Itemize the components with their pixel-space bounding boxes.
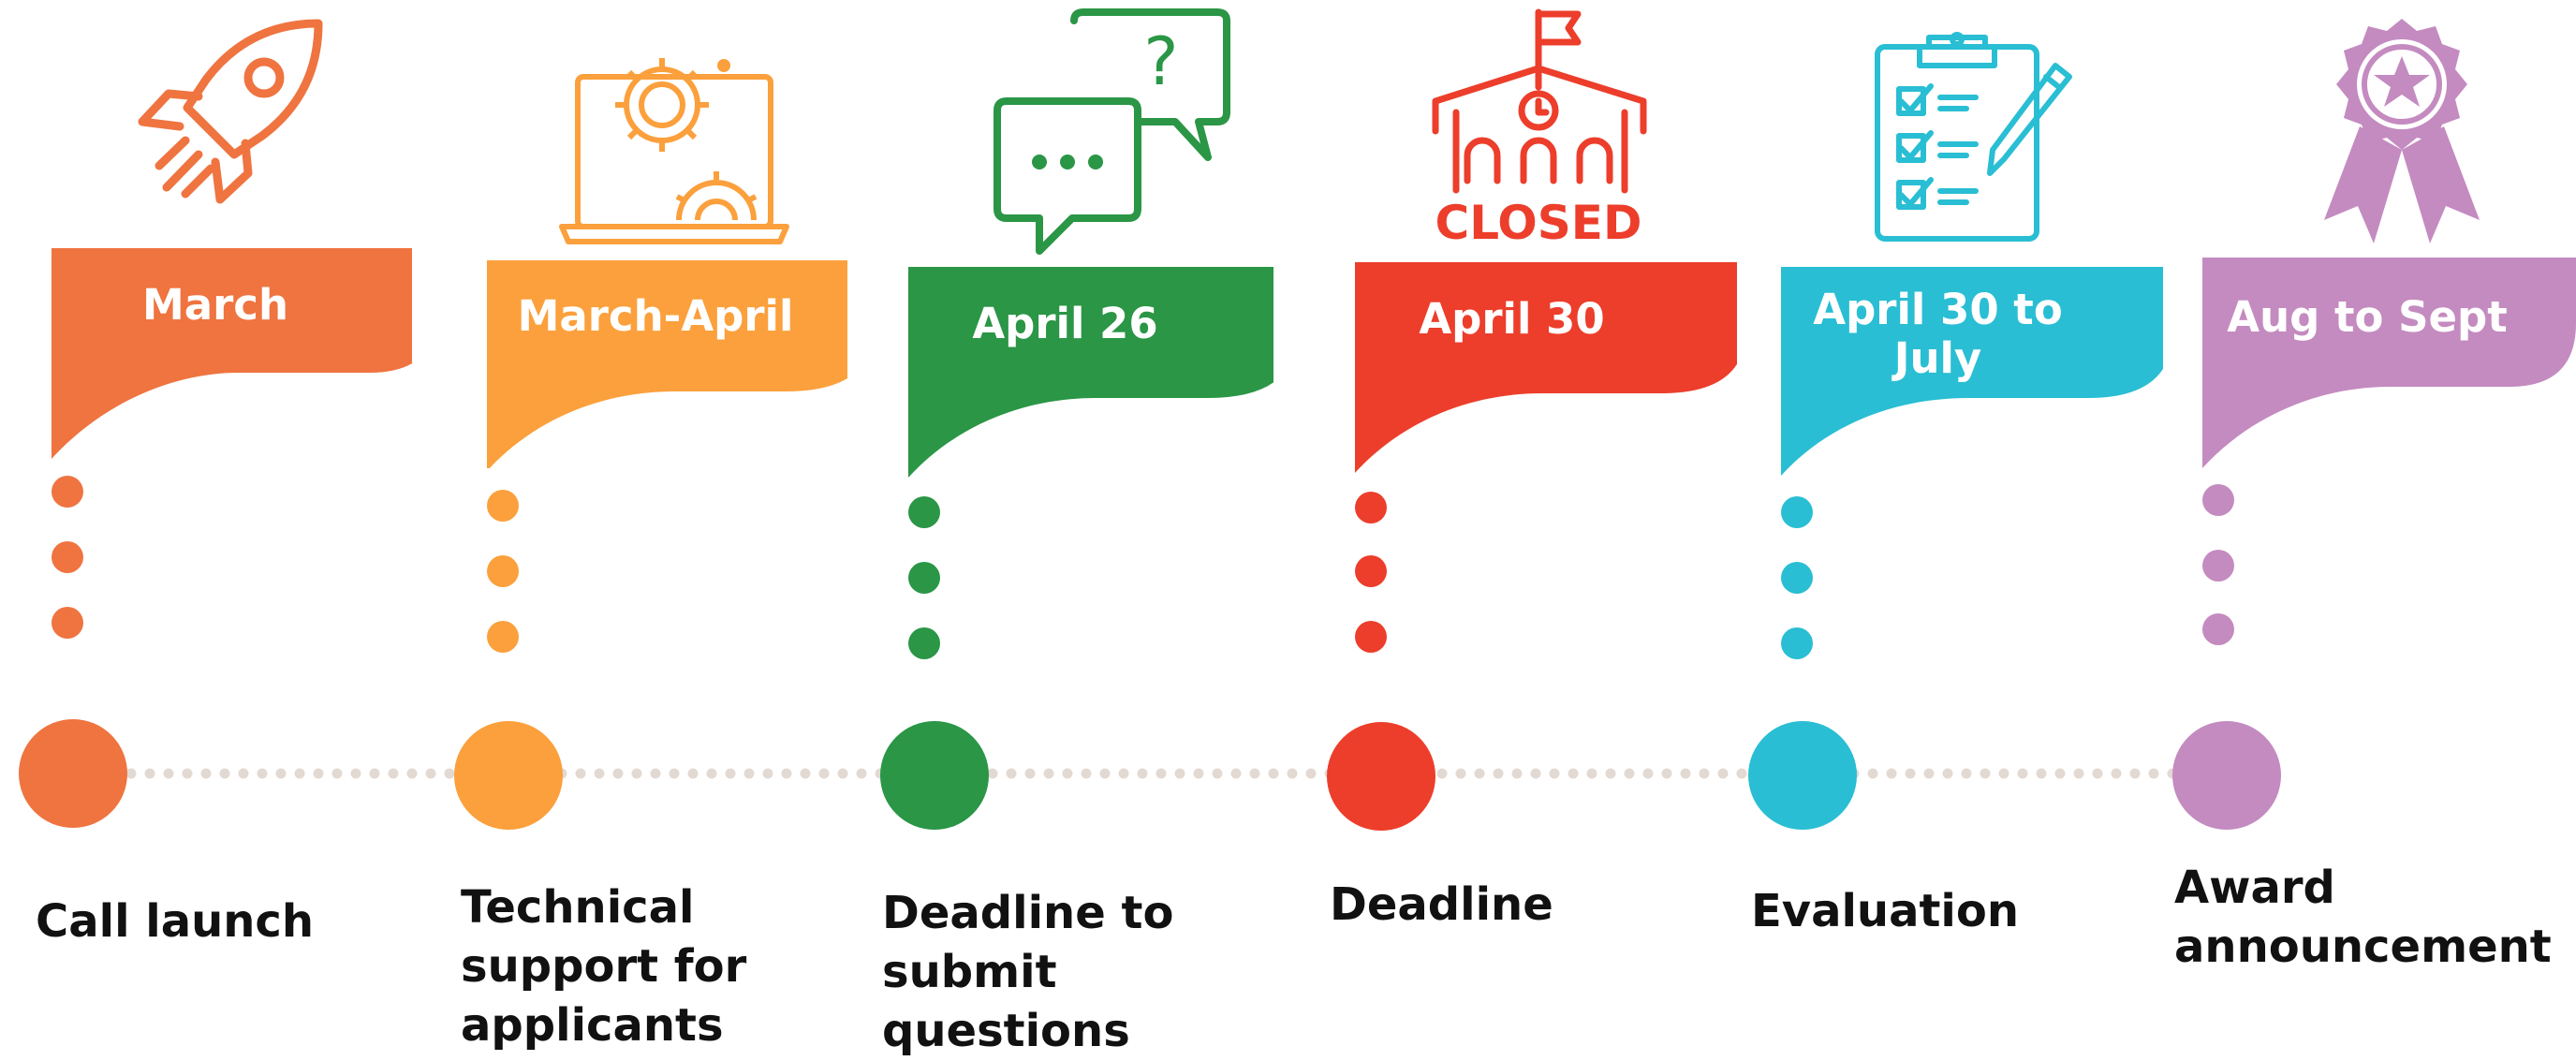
milestone-node (2172, 721, 2281, 830)
date-flag (487, 260, 847, 468)
connector-dot (2202, 484, 2234, 516)
milestone-node (880, 721, 989, 830)
connector-dot (908, 627, 940, 659)
connector-dot (487, 490, 519, 522)
connector-dot (908, 562, 940, 594)
date-flag (2202, 258, 2576, 468)
connector-dot (1781, 627, 1813, 659)
connector-dot (908, 496, 940, 528)
milestone-description: Award announcement (2174, 862, 2552, 973)
connector-dot (52, 607, 83, 639)
checklist-clipboard-icon (1875, 32, 2072, 242)
connector-dot (1355, 621, 1387, 653)
date-flag (908, 267, 1273, 478)
milestone-node (1748, 721, 1857, 830)
date-flag (1355, 262, 1737, 473)
connector-dot (52, 476, 83, 508)
rocket-icon (138, 19, 323, 204)
milestone-description: Evaluation (1751, 885, 2020, 937)
connector-dot (487, 555, 519, 587)
milestone-description: Technical support for applicants (461, 881, 747, 1052)
closed-building-icon: CLOSED (1432, 8, 1647, 246)
date-label: Aug to Sept (2227, 292, 2508, 342)
milestone-description: Call launch (36, 895, 315, 948)
connector-dot (1781, 562, 1813, 594)
connector-dot (52, 541, 83, 573)
milestone-node (1327, 722, 1435, 831)
milestone-description: Deadline to submit questions (882, 887, 1174, 1057)
laptop-gears-icon (559, 58, 789, 244)
connector-dot (2202, 550, 2234, 582)
timeline-step-2: March-April Technical support for applic… (435, 0, 847, 1058)
connector-dot (487, 621, 519, 653)
milestone-node (454, 721, 563, 830)
closed-sign-text: CLOSED (1435, 196, 1642, 246)
connector-dot (1355, 555, 1387, 587)
connector-dot (1355, 492, 1387, 523)
date-flag (52, 248, 412, 459)
connector-dot (1781, 496, 1813, 528)
question-mark: ? (1143, 23, 1178, 100)
date-flag (1781, 267, 2163, 476)
date-label: April 30 to July (1813, 285, 2063, 383)
date-label: April 26 (972, 299, 1158, 348)
date-label: March (141, 280, 289, 330)
timeline-step-5: April 30 to July Evaluation (1732, 0, 2163, 1058)
milestone-description: Deadline (1330, 878, 1553, 931)
timeline-step-6: Aug to Sept Award announcement (2154, 0, 2576, 1058)
award-ribbon-icon (2324, 19, 2480, 243)
timeline-step-4: CLOSED April 30 Deadline (1306, 0, 1737, 1058)
date-label: April 30 (1419, 294, 1605, 344)
timeline-step-1: March Call launch (0, 0, 412, 1058)
chat-bubbles-icon: ? (994, 8, 1230, 255)
timeline-step-3: ? April 26 Deadline to submit questions (861, 0, 1273, 1058)
milestone-node (19, 719, 127, 828)
connector-dot (2202, 613, 2234, 645)
date-label: March-April (517, 291, 794, 341)
